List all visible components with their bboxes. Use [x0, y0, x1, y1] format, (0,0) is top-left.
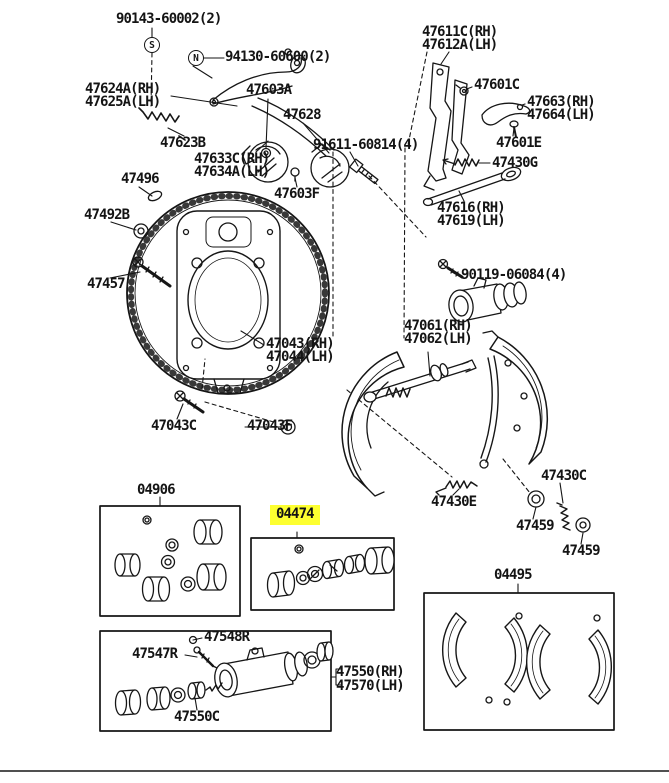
part-label-47663[interactable]: 47663(RH)	[527, 94, 596, 110]
part-label-47603a[interactable]: 47603A	[246, 82, 292, 98]
part-label-47623b[interactable]: 47623B	[160, 135, 206, 151]
leader-lines	[110, 28, 583, 710]
part-label-47548r[interactable]: 47548R	[204, 629, 250, 645]
part-label-47601c[interactable]: 47601C	[474, 77, 520, 93]
part-label-47459-upper[interactable]: 47459	[516, 518, 555, 534]
part-label-94130-60600[interactable]: 94130-60600(2)	[225, 49, 331, 65]
left-fasteners-drawing	[133, 189, 170, 286]
part-label-90119-06084[interactable]: 90119-06084(4)	[461, 267, 567, 283]
kit-04495-box	[424, 593, 614, 730]
reference-dashed-lines	[151, 52, 530, 493]
kit-47550-box	[100, 631, 333, 731]
strut-lever-drawing	[424, 63, 530, 206]
part-label-47430g[interactable]: 47430G	[492, 155, 538, 171]
backing-plate-drawing	[127, 192, 329, 394]
part-label-47550[interactable]: 47550(RH)	[336, 664, 405, 680]
part-label-47547r[interactable]: 47547R	[132, 646, 178, 662]
parking-lever-drawing	[139, 49, 334, 156]
part-label-47430c[interactable]: 47430C	[541, 468, 587, 484]
part-label-47492b[interactable]: 47492B	[84, 207, 130, 223]
part-label-47496[interactable]: 47496	[121, 171, 160, 187]
part-label-47570[interactable]: 47570(LH)	[336, 678, 405, 694]
part-label-47043c[interactable]: 47043C	[151, 418, 197, 434]
part-label-04906[interactable]: 04906	[137, 482, 176, 498]
part-label-47457[interactable]: 47457	[87, 276, 126, 292]
part-label-47625a[interactable]: 47625A(LH)	[85, 94, 161, 110]
part-label-04474-highlighted[interactable]: 04474	[270, 505, 320, 525]
shoe-hardware-drawing	[175, 391, 590, 532]
part-label-47430e[interactable]: 47430E	[431, 494, 477, 510]
part-label-04495[interactable]: 04495	[494, 567, 533, 583]
part-label-47634a[interactable]: 47634A(LH)	[194, 164, 270, 180]
part-label-47043f[interactable]: 47043F	[247, 418, 293, 434]
part-label-47628[interactable]: 47628	[283, 107, 322, 123]
wheel-cylinder-drawing	[439, 260, 528, 324]
part-label-47616[interactable]: 47616(RH)	[437, 200, 506, 216]
shoe-assembly-drawing	[342, 331, 547, 496]
part-label-47043[interactable]: 47043(RH)	[266, 336, 335, 352]
part-label-90143-60002[interactable]: 90143-60002(2)	[116, 11, 222, 27]
screw-callout-marker: S	[144, 37, 160, 53]
part-label-47062[interactable]: 47062(LH)	[404, 331, 473, 347]
cylinder-parts-drawing	[242, 142, 379, 187]
kit-04906-box	[100, 506, 240, 616]
nut-callout-marker: N	[188, 50, 204, 66]
part-label-47619[interactable]: 47619(LH)	[437, 213, 506, 229]
part-label-47624a[interactable]: 47624A(RH)	[85, 81, 161, 97]
part-label-47612a[interactable]: 47612A(LH)	[422, 37, 498, 53]
part-label-47550c[interactable]: 47550C	[174, 709, 220, 725]
part-label-91611-60814[interactable]: 91611-60814(4)	[313, 137, 419, 153]
part-label-47044[interactable]: 47044(LH)	[266, 349, 335, 365]
part-label-47601e[interactable]: 47601E	[496, 135, 542, 151]
part-label-47061[interactable]: 47061(RH)	[404, 318, 473, 334]
part-label-47664[interactable]: 47664(LH)	[527, 107, 596, 123]
kit-04474-box	[251, 538, 394, 610]
part-label-47611c[interactable]: 47611C(RH)	[422, 24, 498, 40]
part-label-47633c[interactable]: 47633C(RH)	[194, 151, 270, 167]
part-label-47459-lower[interactable]: 47459	[562, 543, 601, 559]
part-label-47603f[interactable]: 47603F	[274, 186, 320, 202]
